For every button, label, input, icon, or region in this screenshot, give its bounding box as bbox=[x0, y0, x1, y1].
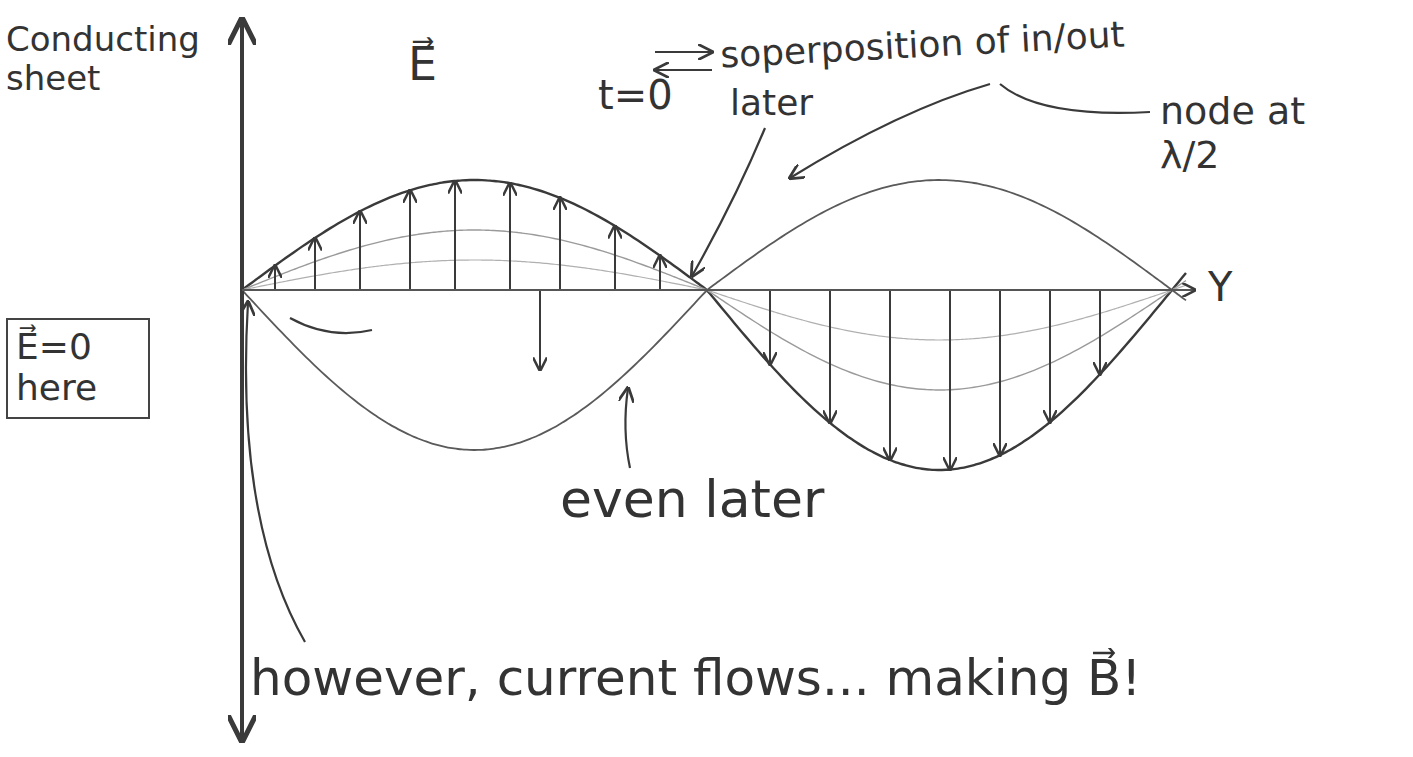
field-arrow bbox=[539, 290, 541, 370]
field-arrow bbox=[949, 290, 951, 470]
wave-later bbox=[242, 260, 1186, 340]
time-label: later bbox=[730, 82, 813, 123]
field-arrow bbox=[409, 190, 411, 290]
note-text: E⃗=0 here bbox=[16, 326, 136, 409]
note-text: soperposition of in/out bbox=[719, 13, 1125, 76]
wave-even-later bbox=[242, 180, 1186, 450]
double-arrow bbox=[655, 51, 712, 53]
field-arrow bbox=[274, 266, 276, 290]
bracket-line bbox=[290, 318, 372, 333]
field-arrow bbox=[1049, 290, 1051, 422]
field-arrow bbox=[559, 198, 561, 290]
bracket-line bbox=[1000, 84, 1150, 113]
field-arrow bbox=[359, 211, 361, 290]
double-arrow bbox=[655, 69, 712, 71]
field-symbol: E⃗ bbox=[408, 38, 437, 91]
field-arrow bbox=[614, 226, 616, 290]
wave-later bbox=[242, 230, 1186, 390]
time-label: even later bbox=[560, 470, 824, 530]
y-axis bbox=[242, 289, 1195, 291]
field-arrow bbox=[454, 181, 456, 290]
field-arrow bbox=[1099, 290, 1101, 374]
field-arrow bbox=[889, 290, 891, 460]
wave-t0 bbox=[242, 180, 1186, 470]
field-arrow bbox=[999, 290, 1001, 455]
leader-arrow bbox=[246, 302, 305, 642]
leader-arrow bbox=[790, 84, 990, 178]
time-label: t=0 bbox=[598, 72, 673, 118]
field-arrow bbox=[769, 290, 771, 364]
axis-label: Y bbox=[1208, 264, 1232, 310]
field-arrow bbox=[659, 256, 661, 290]
node-note: node at λ/2 bbox=[1160, 90, 1335, 177]
field-arrow bbox=[829, 290, 831, 423]
boxed-note: E⃗=0 here bbox=[6, 318, 150, 419]
leader-arrow bbox=[692, 128, 765, 276]
leader-arrow bbox=[625, 388, 630, 468]
field-arrow bbox=[314, 238, 316, 290]
conducting-sheet bbox=[240, 20, 244, 740]
note-text: however, current flows... making B⃗! bbox=[250, 650, 1141, 708]
field-arrow bbox=[509, 183, 511, 290]
sheet-label: Conducting sheet bbox=[6, 20, 232, 98]
